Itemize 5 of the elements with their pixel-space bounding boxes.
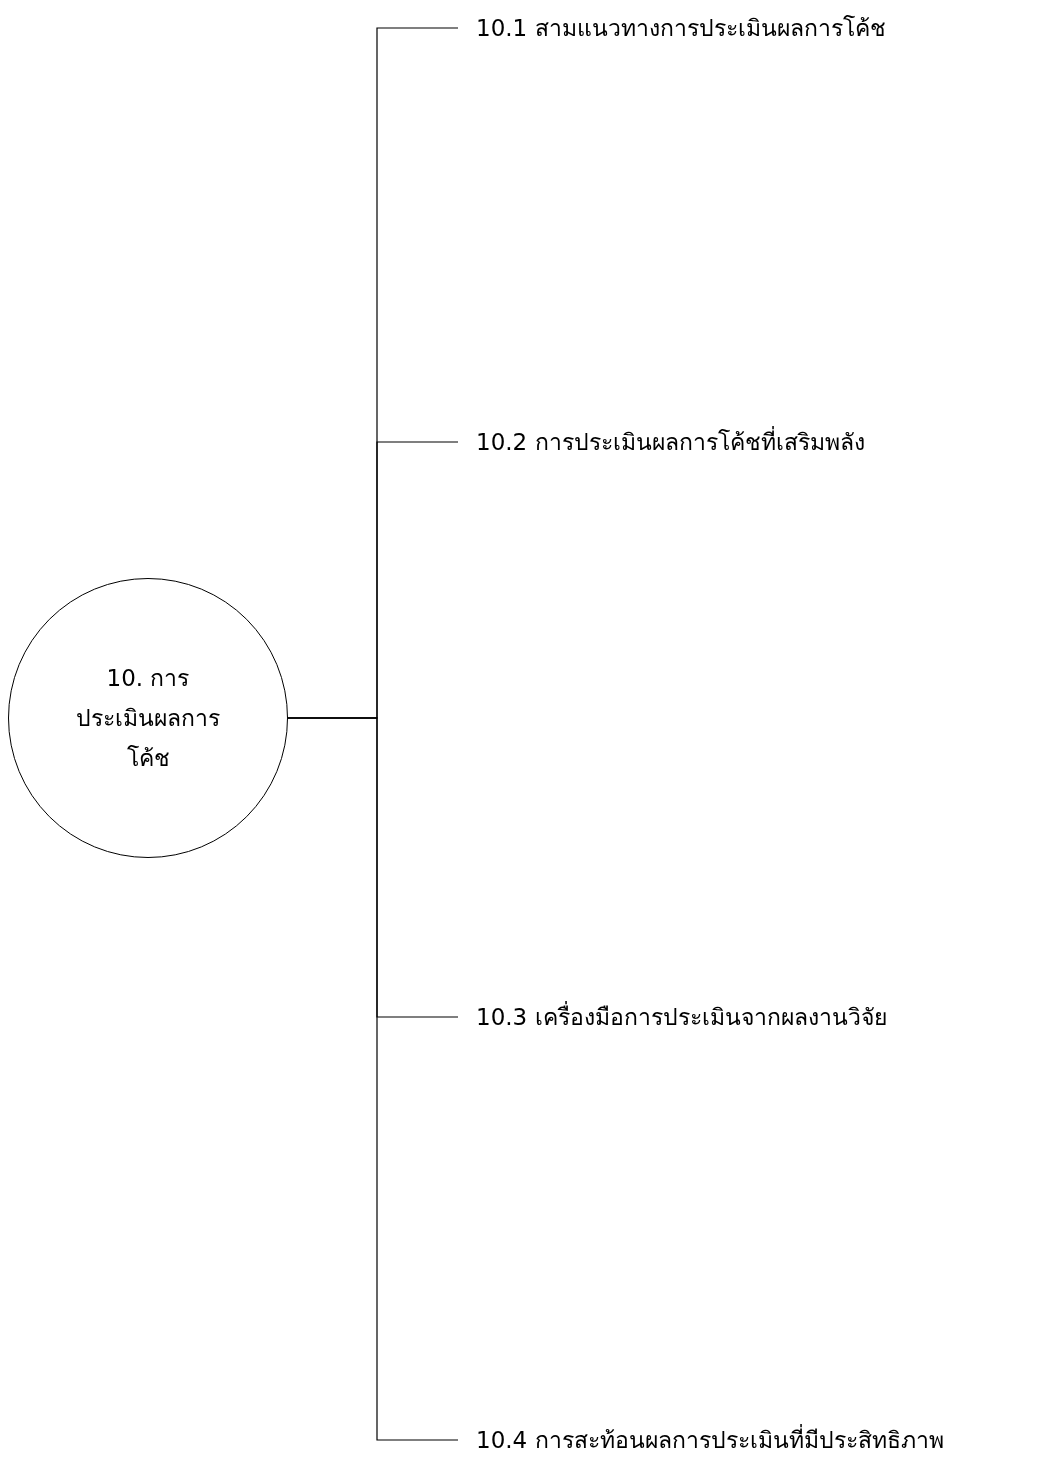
subtopic-label: 10.3 เครื่องมือการประเมินจากผลงานวิจัย <box>458 999 887 1035</box>
connector-line <box>287 717 459 1441</box>
subtopic-label: 10.1 สามแนวทางการประเมินผลการโค้ช <box>458 10 886 46</box>
subtopic-label: 10.2 การประเมินผลการโค้ชที่เสริมพลัง <box>458 424 865 460</box>
subtopic-label: 10.4 การสะท้อนผลการประเมินที่มีประสิทธิภาพ <box>458 1422 944 1458</box>
